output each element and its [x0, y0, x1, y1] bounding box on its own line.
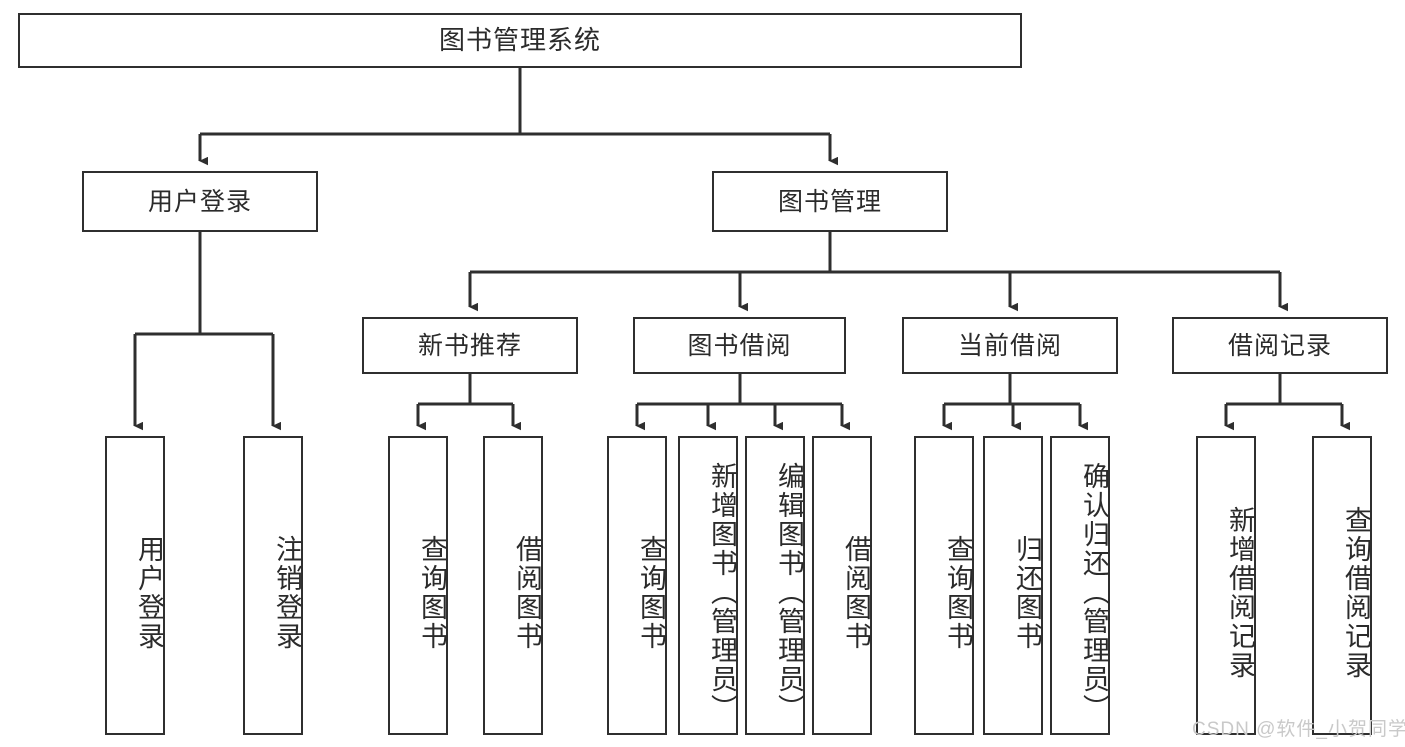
leaf-search-borrow-record-label: 查询借阅记录: [1341, 505, 1371, 680]
leaf-user-login[interactable]: 用户登录: [105, 436, 165, 735]
node-book-borrow-label: 图书借阅: [687, 331, 792, 360]
leaf-search-books-borrow[interactable]: 查询图书: [607, 436, 667, 735]
node-book-management[interactable]: 图书管理: [712, 171, 948, 232]
leaf-edit-book-admin-label: 编辑图书（管理员）: [774, 462, 804, 723]
csdn-watermark: CSDN @软件_小贺同学: [1192, 719, 1405, 740]
leaf-borrow-books-recommend-label: 借阅图书: [512, 534, 542, 651]
leaf-return-books-label: 归还图书: [1012, 534, 1042, 651]
leaf-logout-label: 注销登录: [272, 534, 302, 651]
node-current-borrow-label: 当前借阅: [957, 331, 1062, 360]
node-borrow-records[interactable]: 借阅记录: [1172, 317, 1388, 374]
leaf-confirm-return-admin-label: 确认归还（管理员）: [1079, 462, 1109, 723]
leaf-add-borrow-record-label: 新增借阅记录: [1225, 505, 1255, 680]
node-new-book-recommend[interactable]: 新书推荐: [362, 317, 578, 374]
leaf-return-books[interactable]: 归还图书: [983, 436, 1043, 735]
node-root[interactable]: 图书管理系统: [18, 13, 1022, 68]
leaf-add-borrow-record[interactable]: 新增借阅记录: [1196, 436, 1256, 735]
leaf-search-books-current-label: 查询图书: [943, 534, 973, 651]
node-current-borrow[interactable]: 当前借阅: [902, 317, 1118, 374]
node-book-management-label: 图书管理: [777, 187, 882, 216]
leaf-borrow-books[interactable]: 借阅图书: [812, 436, 872, 735]
node-borrow-records-label: 借阅记录: [1227, 331, 1332, 360]
leaf-search-borrow-record[interactable]: 查询借阅记录: [1312, 436, 1372, 735]
node-book-borrow[interactable]: 图书借阅: [633, 317, 846, 374]
leaf-search-books-recommend[interactable]: 查询图书: [388, 436, 448, 735]
node-root-label: 图书管理系统: [438, 24, 601, 55]
node-user-login[interactable]: 用户登录: [82, 171, 318, 232]
node-new-book-recommend-label: 新书推荐: [417, 331, 522, 360]
leaf-borrow-books-recommend[interactable]: 借阅图书: [483, 436, 543, 735]
leaf-add-book-admin-label: 新增图书（管理员）: [707, 462, 737, 723]
leaf-search-books-recommend-label: 查询图书: [417, 534, 447, 651]
leaf-add-book-admin[interactable]: 新增图书（管理员）: [678, 436, 738, 735]
node-user-login-label: 用户登录: [147, 187, 252, 216]
leaf-logout[interactable]: 注销登录: [243, 436, 303, 735]
leaf-borrow-books-label: 借阅图书: [841, 534, 871, 651]
leaf-edit-book-admin[interactable]: 编辑图书（管理员）: [745, 436, 805, 735]
leaf-search-books-borrow-label: 查询图书: [636, 534, 666, 651]
leaf-user-login-label: 用户登录: [134, 534, 164, 651]
leaf-search-books-current[interactable]: 查询图书: [914, 436, 974, 735]
leaf-confirm-return-admin[interactable]: 确认归还（管理员）: [1050, 436, 1110, 735]
